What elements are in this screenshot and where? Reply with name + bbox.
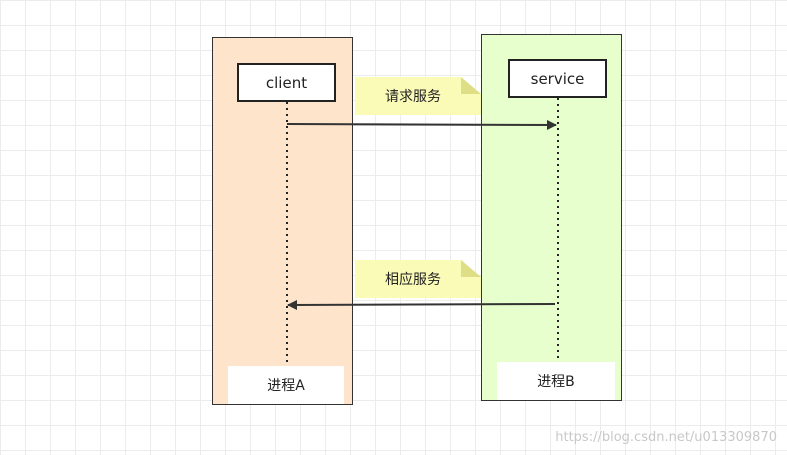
response-note-text: 相应服务: [385, 272, 441, 288]
request-arrow: [286, 119, 557, 130]
client-lifeline-head: client: [237, 63, 336, 102]
response-note: 相应服务: [355, 260, 481, 298]
process-a-label-text: 进程A: [267, 378, 305, 394]
process-b-label-text: 进程B: [537, 374, 575, 390]
service-lifeline-head: service: [508, 59, 607, 98]
service-label: service: [530, 69, 585, 88]
response-arrow: [287, 299, 556, 310]
request-note-text: 请求服务: [385, 89, 441, 105]
process-a-label: 进程A: [228, 366, 344, 404]
watermark: https://blog.csdn.net/u013309870: [555, 430, 777, 445]
client-label: client: [265, 73, 308, 92]
request-note: 请求服务: [355, 77, 481, 115]
process-b-label: 进程B: [497, 362, 615, 400]
